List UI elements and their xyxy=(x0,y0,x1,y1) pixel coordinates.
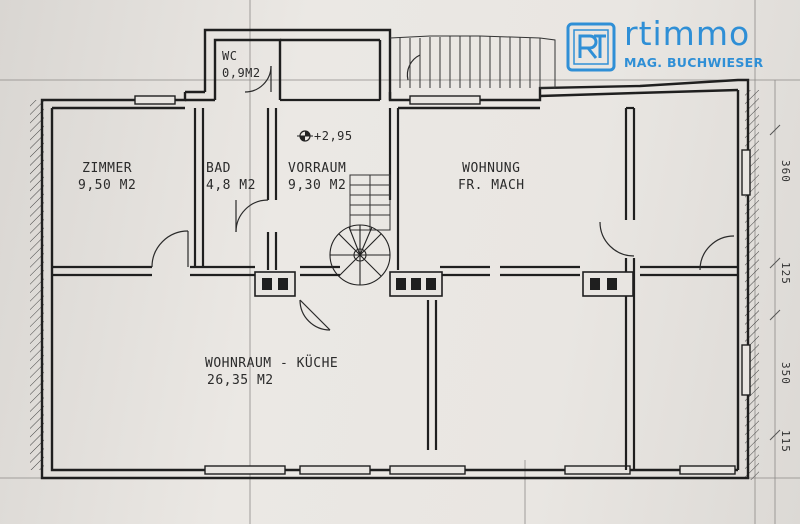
room-label-wohnraum: WOHNRAUM - KÜCHE 26,35 M2 xyxy=(205,355,338,389)
logo-name: rtimmo xyxy=(624,14,751,53)
spiral-stair xyxy=(329,224,391,286)
room-name-wc: WC xyxy=(222,49,238,63)
dimension-label-4: 115 xyxy=(779,430,792,453)
room-label-vorraum: VORRAUM 9,30 M2 xyxy=(288,160,346,194)
room-area-wohnung: FR. MACH xyxy=(458,178,525,193)
room-area-wc: 0,9M2 xyxy=(222,66,261,80)
room-name-zimmer: ZIMMER xyxy=(82,161,133,176)
room-area-bad: 4,8 M2 xyxy=(206,178,256,193)
dimension-label-1: 360 xyxy=(779,160,792,183)
doors xyxy=(151,54,735,331)
windows xyxy=(134,95,751,475)
logo-subtitle: MAG. BUCHWIESER xyxy=(624,55,764,70)
dimension-label-3: 350 xyxy=(779,362,792,385)
room-name-wohnung: WOHNUNG xyxy=(462,161,521,176)
room-area-zimmer: 9,50 M2 xyxy=(78,178,137,193)
room-area-vorraum: 9,30 M2 xyxy=(288,178,347,193)
level-mark-label: +2,95 xyxy=(314,129,353,143)
rtimmo-logo: rtimmo MAG. BUCHWIESER xyxy=(566,14,786,74)
rt-logo-mark-icon xyxy=(566,22,616,72)
room-label-bad: BAD 4,8 M2 xyxy=(206,160,256,194)
outer-walls xyxy=(40,28,750,480)
dimension-label-2: 125 xyxy=(779,262,792,285)
room-name-bad: BAD xyxy=(206,161,231,176)
interior-walls xyxy=(52,98,738,470)
entrance-stair xyxy=(389,35,556,89)
chimney-flues xyxy=(262,278,617,290)
room-label-wohnung: WOHNUNG FR. MACH xyxy=(458,160,525,194)
level-marker xyxy=(297,130,313,142)
interior-stair xyxy=(349,174,391,231)
dimension-ticks xyxy=(769,124,781,441)
room-area-wohnraum: 26,35 M2 xyxy=(207,373,274,388)
room-name-vorraum: VORRAUM xyxy=(288,161,347,176)
room-label-wc: WC 0,9M2 xyxy=(222,48,261,82)
room-label-zimmer: ZIMMER 9,50 M2 xyxy=(78,160,136,194)
room-name-wohnraum: WOHNRAUM - KÜCHE xyxy=(205,356,339,371)
